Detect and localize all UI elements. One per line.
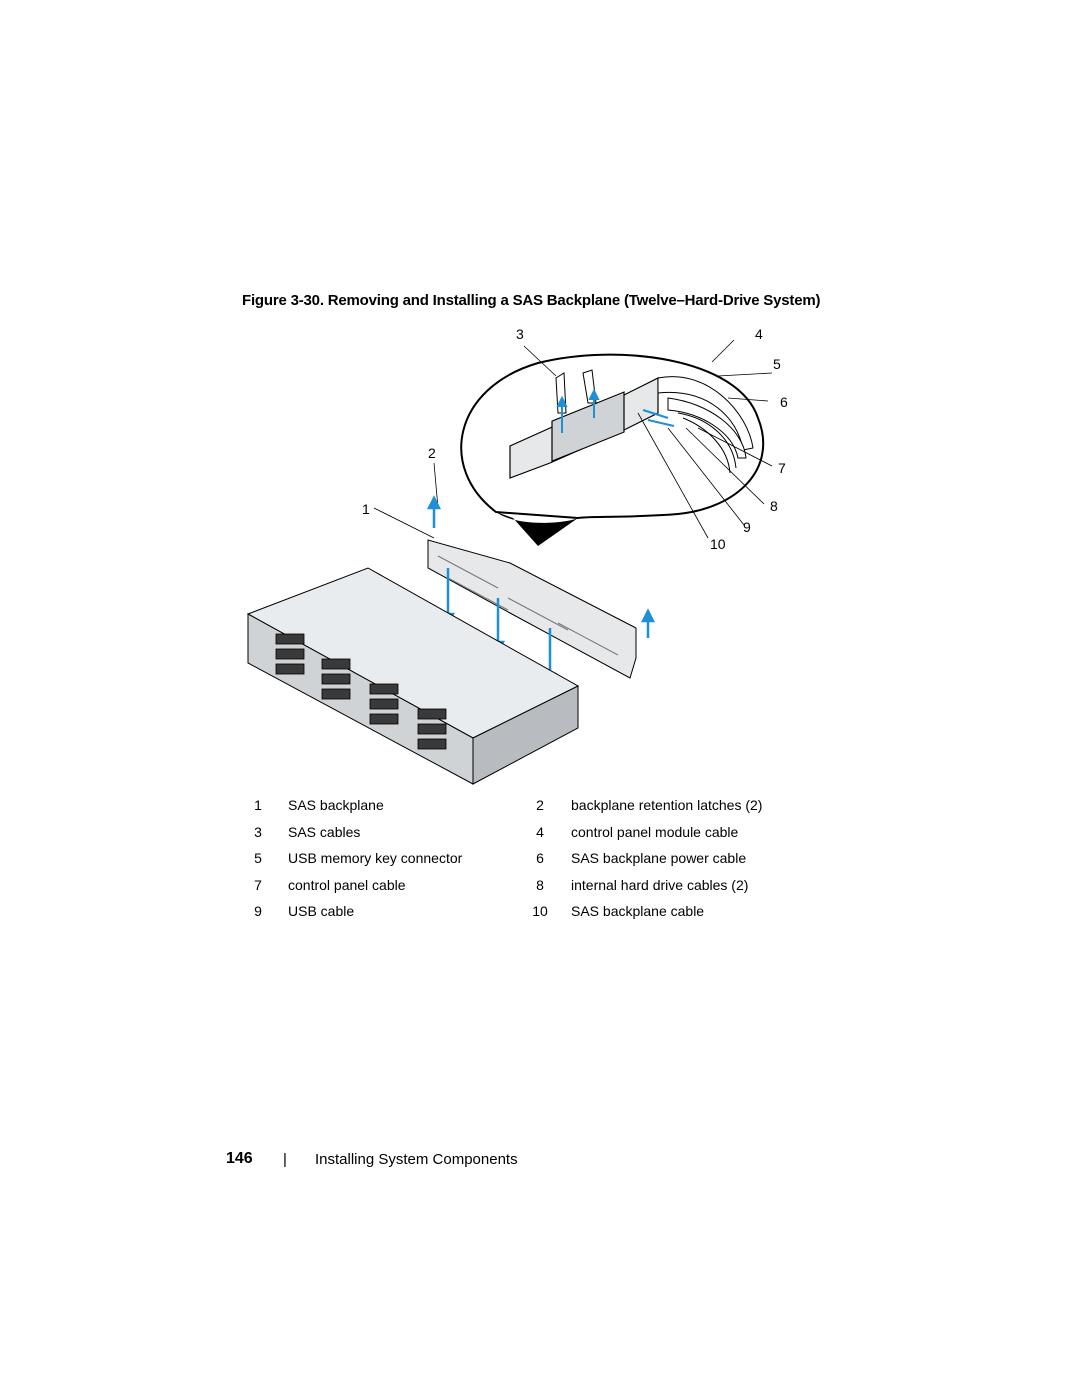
callout-2: 2 [428,445,436,461]
callout-9: 9 [743,519,751,535]
detail-cables [555,369,754,474]
callout-1: 1 [362,501,370,517]
legend-number: 5 [254,850,262,866]
legend-label: SAS backplane power cable [571,850,747,866]
legend-label: SAS cables [288,823,361,840]
legend-number: 2 [536,797,544,813]
leader-lines [373,339,773,539]
callout-10: 10 [710,536,726,552]
legend-row: 9 USB cable 10 SAS backplane cable [248,901,788,928]
legend-number: 8 [536,876,544,893]
legend-number: 10 [532,903,548,919]
legend-label: control panel module cable [571,823,739,840]
legend-row: 3 SAS cables 4 control panel module cabl… [248,822,788,849]
legend-label: internal hard drive cables (2) [571,876,749,893]
legend-row: 7 control panel cable 8 internal hard dr… [248,875,788,902]
legend-number: 9 [254,903,262,919]
figure-legend: 1 SAS backplane 2 backplane retention la… [248,795,788,928]
figure-caption: Figure 3-30. Removing and Installing a S… [242,292,821,309]
legend-number: 1 [254,797,262,813]
callout-4: 4 [755,326,763,342]
footer-separator: | [283,1151,287,1168]
callout-8: 8 [770,498,778,514]
legend-label: SAS backplane cable [571,903,705,919]
legend-label: USB cable [288,903,355,919]
legend-row: 5 USB memory key connector 6 SAS backpla… [248,848,788,875]
drive-bays [275,633,447,750]
legend-label: control panel cable [288,876,406,893]
legend-number: 3 [254,823,262,840]
callout-6: 6 [780,394,788,410]
legend-label: SAS backplane [288,797,384,813]
page-number: 146 [226,1150,253,1167]
legend-number: 6 [536,850,544,866]
section-title: Installing System Components [315,1151,518,1168]
callout-5: 5 [773,356,781,372]
callout-3: 3 [516,326,524,342]
detail-arrows [556,388,675,433]
legend-label: backplane retention latches (2) [571,797,763,813]
legend-number: 7 [254,876,262,893]
legend-row: 1 SAS backplane 2 backplane retention la… [248,795,788,822]
legend-number: 4 [536,823,544,840]
main-backplane [427,539,637,679]
callout-7: 7 [778,460,786,476]
sas-backplane-illustration: 1 2 3 4 5 6 7 8 9 10 [238,318,798,790]
legend-label: USB memory key connector [288,850,463,866]
